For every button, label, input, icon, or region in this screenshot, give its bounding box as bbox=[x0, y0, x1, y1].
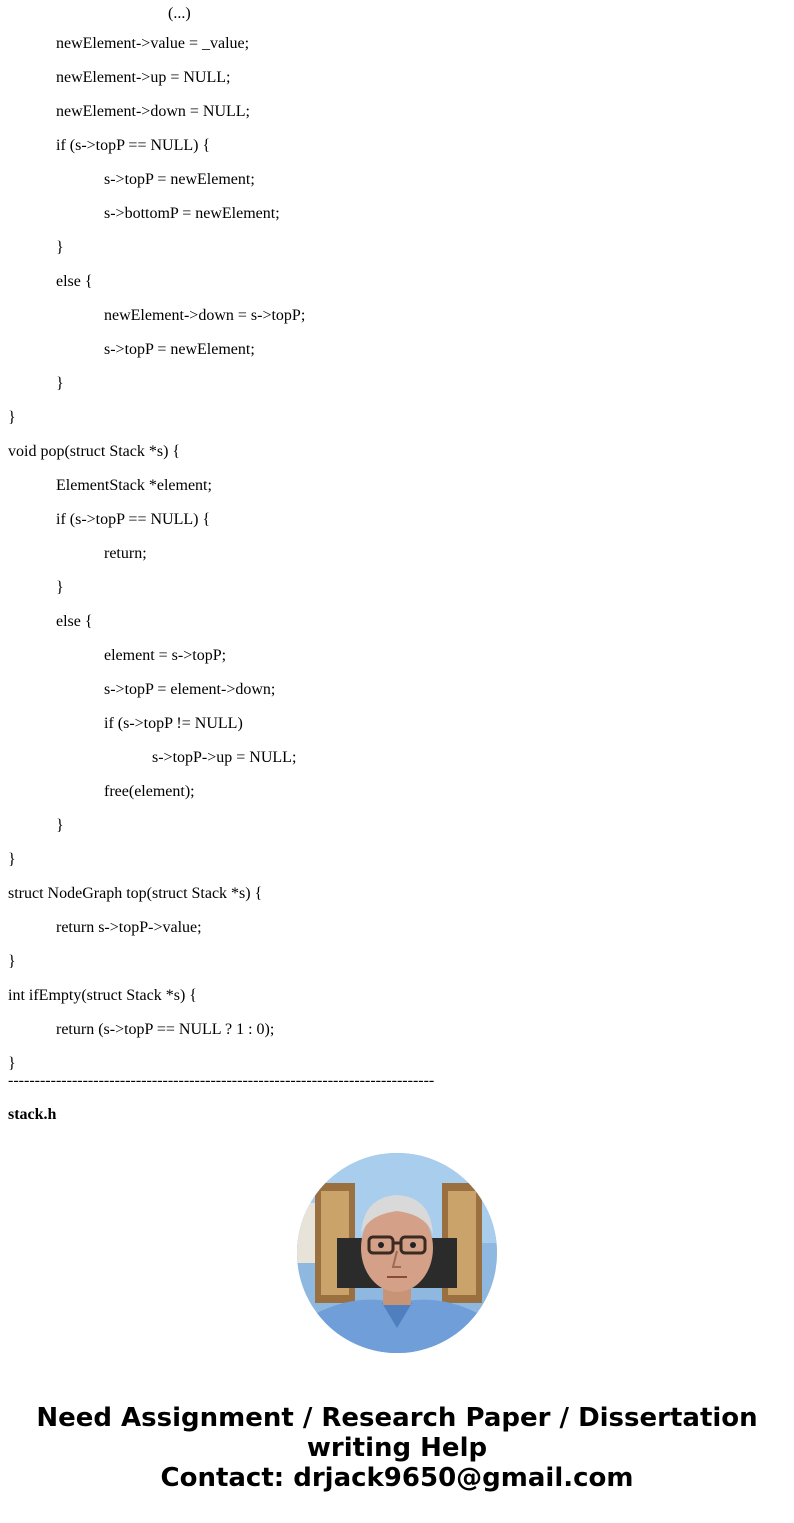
avatar bbox=[297, 1153, 497, 1353]
code-line: } bbox=[8, 1055, 16, 1072]
code-line: } bbox=[8, 851, 16, 868]
file-heading: stack.h bbox=[8, 1106, 57, 1123]
code-line: ElementStack *element; bbox=[56, 477, 212, 494]
code-line: return s->topP->value; bbox=[56, 919, 202, 936]
promo-line-3: Contact: drjack9650@gmail.com bbox=[160, 1463, 634, 1493]
code-line: s->topP = newElement; bbox=[104, 171, 255, 188]
code-line: int ifEmpty(struct Stack *s) { bbox=[8, 987, 197, 1004]
code-line: newElement->down = NULL; bbox=[56, 103, 250, 120]
code-line: return; bbox=[104, 545, 147, 562]
code-line: struct NodeGraph top(struct Stack *s) { bbox=[8, 885, 263, 902]
code-line: } bbox=[56, 579, 64, 596]
author-photo-icon bbox=[297, 1153, 497, 1353]
code-line: s->topP = newElement; bbox=[104, 341, 255, 358]
code-line: free(element); bbox=[104, 783, 195, 800]
code-line: } bbox=[8, 409, 16, 426]
code-line: s->bottomP = newElement; bbox=[104, 205, 280, 222]
code-line: element = s->topP; bbox=[104, 647, 227, 664]
code-line: newElement->up = NULL; bbox=[56, 69, 231, 86]
code-line: s->topP = element->down; bbox=[104, 681, 276, 698]
code-line: } bbox=[8, 953, 16, 970]
code-line: else { bbox=[56, 613, 93, 630]
code-line: else { bbox=[56, 273, 93, 290]
code-line: if (s->topP == NULL) { bbox=[56, 511, 211, 528]
code-line: void pop(struct Stack *s) { bbox=[8, 443, 181, 460]
code-line: } bbox=[56, 239, 64, 256]
section-separator: ----------------------------------------… bbox=[8, 1072, 435, 1089]
code-lines: newElement->value = _value; newElement->u… bbox=[8, 27, 788, 1081]
code-line: newElement->down = s->topP; bbox=[104, 307, 306, 324]
code-line-partial: (...) bbox=[8, 0, 788, 27]
code-line: newElement->value = _value; bbox=[56, 35, 250, 52]
promo-line-2: writing Help bbox=[306, 1433, 488, 1463]
code-line-partial-text: (...) bbox=[168, 5, 191, 22]
code-line: if (s->topP == NULL) { bbox=[56, 137, 211, 154]
code-listing: (...) newElement->value = _value;newElem… bbox=[8, 0, 788, 1081]
code-line: return (s->topP == NULL ? 1 : 0); bbox=[56, 1021, 275, 1038]
code-line: } bbox=[56, 817, 64, 834]
code-line: if (s->topP != NULL) bbox=[104, 715, 243, 732]
code-line: } bbox=[56, 375, 64, 392]
promo-banner: Need Assignment / Research Paper / Disse… bbox=[0, 1403, 794, 1493]
code-line: s->topP->up = NULL; bbox=[152, 749, 297, 766]
promo-line-1: Need Assignment / Research Paper / Disse… bbox=[36, 1403, 758, 1433]
